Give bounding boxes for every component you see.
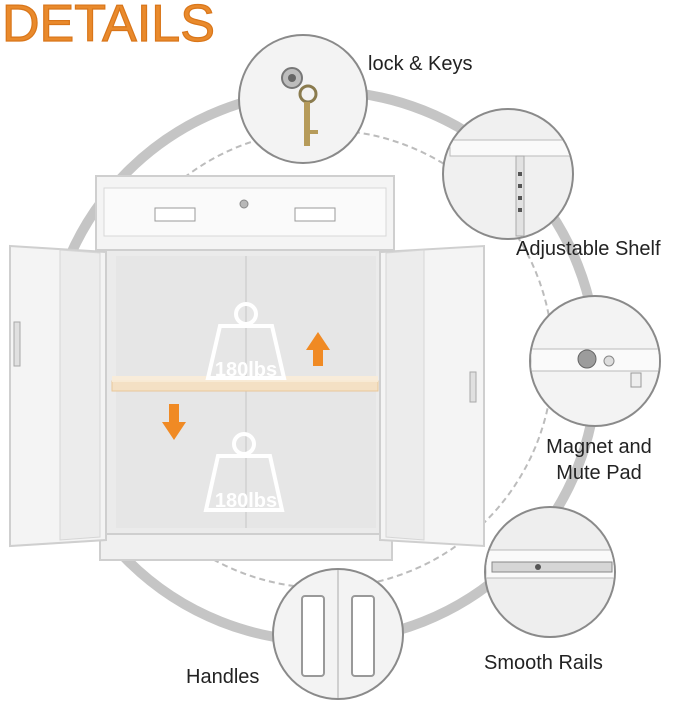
magnet-callout	[529, 295, 661, 427]
handle-icon	[301, 570, 375, 698]
weight-upper-icon	[205, 302, 287, 380]
shelf-label: Adjustable Shelf	[516, 238, 661, 260]
lower-capacity-label: 180lbs	[214, 490, 278, 512]
rail-icon	[486, 549, 614, 579]
lock-callout	[238, 34, 368, 164]
handles-callout	[272, 568, 404, 700]
upper-capacity-label: 180lbs	[214, 359, 278, 381]
magnet-label-line2: Mute Pad	[556, 462, 642, 484]
arrow-down-icon	[162, 404, 186, 440]
arrow-up-icon	[306, 332, 330, 366]
rails-callout	[484, 506, 616, 638]
lock-label: lock & Keys	[368, 53, 473, 75]
shelf-bracket-icon	[449, 139, 572, 237]
magnet-icon	[531, 348, 659, 388]
magnet-label-line1: Magnet and	[546, 436, 652, 458]
page-title: DETAILS	[1, 0, 215, 54]
shelf-callout	[442, 108, 574, 240]
key-icon	[281, 67, 318, 146]
rails-label: Smooth Rails	[484, 652, 603, 674]
weight-lower-icon	[203, 432, 285, 512]
handles-label: Handles	[186, 666, 260, 688]
